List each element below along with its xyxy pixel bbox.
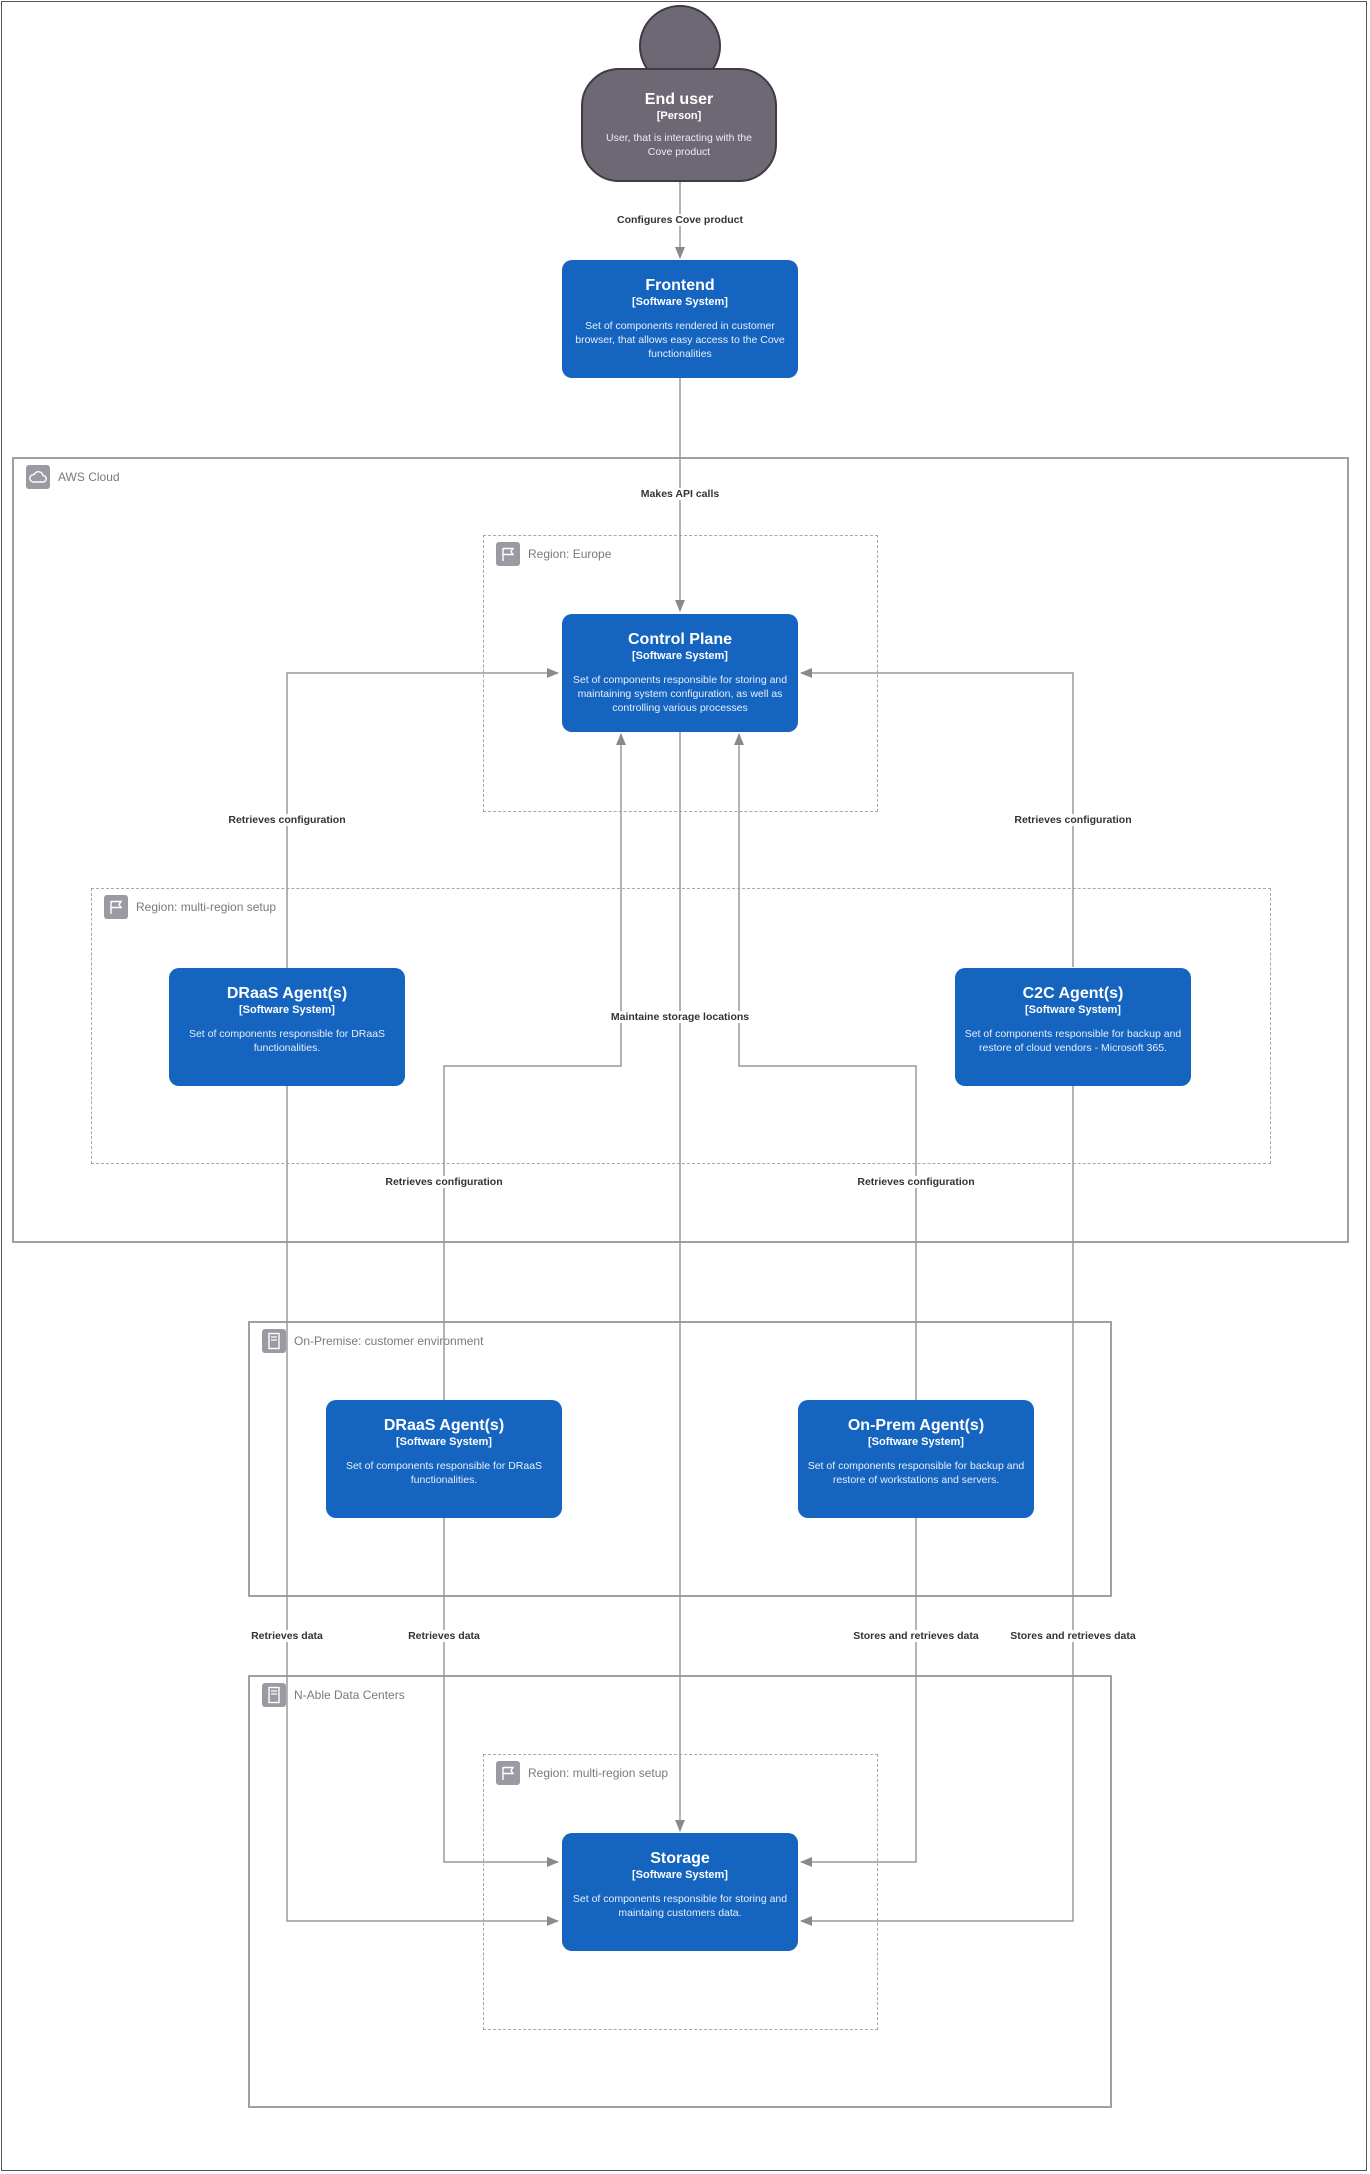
edge-label-config-onprem-left: Retrieves configuration (383, 1176, 505, 1188)
draas-onprem-kind: [Software System] (396, 1436, 492, 1448)
frontend-title: Frontend (645, 277, 715, 294)
region-multi-cloud-label: Region: multi-region setup (136, 900, 277, 914)
end-user-kind: [Person] (656, 110, 702, 122)
storage-title: Storage (650, 1850, 710, 1867)
draas-agent-onprem-system[interactable]: DRaaS Agent(s) [Software System] Set of … (326, 1400, 562, 1518)
onprem-agent-system[interactable]: On-Prem Agent(s) [Software System] Set o… (798, 1400, 1034, 1518)
edge-label-api-calls: Makes API calls (638, 488, 722, 500)
edge-label-retrieves-data-2: Retrieves data (406, 1630, 482, 1642)
edge-label-stores-data-1: Stores and retrieves data (851, 1630, 981, 1642)
region-europe-label: Region: Europe (528, 547, 612, 561)
server-icon (262, 1683, 286, 1707)
flag-icon (496, 1761, 520, 1785)
control-plane-kind: [Software System] (632, 650, 728, 662)
edge-c2c-config (800, 668, 1074, 967)
control-plane-system[interactable]: Control Plane [Software System] Set of c… (562, 614, 798, 732)
aws-cloud-label: AWS Cloud (58, 470, 120, 484)
edge-label-stores-data-2: Stores and retrieves data (1008, 1630, 1138, 1642)
region-multi-cloud-boundary: Region: multi-region setup (91, 888, 1271, 1164)
frontend-system[interactable]: Frontend [Software System] Set of compon… (562, 260, 798, 378)
draas-cloud-desc: Set of components responsible for DRaaS … (188, 1028, 386, 1054)
onprem-agent-title: On-Prem Agent(s) (847, 1417, 985, 1434)
edge-label-config-onprem-right: Retrieves configuration (855, 1176, 977, 1188)
c2c-desc: Set of components responsible for backup… (964, 1028, 1182, 1054)
control-plane-desc: Set of components responsible for storin… (572, 674, 788, 714)
c2c-agent-system[interactable]: C2C Agent(s) [Software System] Set of co… (955, 968, 1191, 1086)
draas-agent-cloud-system[interactable]: DRaaS Agent(s) [Software System] Set of … (169, 968, 405, 1086)
edge-draas-onprem-config (443, 733, 626, 1400)
edge-onprem-config (734, 733, 917, 1400)
flag-icon (496, 542, 520, 566)
edge-onprem-data (800, 1517, 917, 1867)
edge-label-config-left: Retrieves configuration (226, 814, 348, 826)
edge-label-retrieves-data-1: Retrieves data (249, 1630, 325, 1642)
storage-system[interactable]: Storage [Software System] Set of compone… (562, 1833, 798, 1951)
server-icon (262, 1329, 286, 1353)
storage-desc: Set of components responsible for storin… (572, 1893, 788, 1919)
edge-label-configures: Configures Cove product (614, 214, 746, 226)
c2c-title: C2C Agent(s) (1022, 985, 1124, 1002)
flag-icon (104, 895, 128, 919)
storage-kind: [Software System] (632, 1869, 728, 1881)
datacenters-label: N-Able Data Centers (294, 1688, 405, 1702)
onprem-agent-desc: Set of components responsible for backup… (807, 1460, 1025, 1486)
cloud-icon (26, 465, 50, 489)
onprem-agent-kind: [Software System] (868, 1436, 964, 1448)
edge-c2c-data (800, 1085, 1074, 1926)
draas-onprem-desc: Set of components responsible for DRaaS … (345, 1460, 543, 1486)
edge-draas-onprem-data (443, 1517, 559, 1867)
frontend-kind: [Software System] (632, 296, 728, 308)
end-user-title: End user (644, 91, 714, 108)
control-plane-title: Control Plane (627, 631, 732, 648)
draas-onprem-title: DRaaS Agent(s) (383, 1417, 505, 1434)
end-user-person[interactable]: End user [Person] User, that is interact… (581, 68, 777, 182)
c2c-kind: [Software System] (1025, 1004, 1121, 1016)
frontend-desc: Set of components rendered in customer b… (575, 320, 785, 360)
onprem-label: On-Premise: customer environment (294, 1334, 484, 1348)
edge-draas-cloud-data (286, 1085, 559, 1926)
draas-cloud-kind: [Software System] (239, 1004, 335, 1016)
edge-draas-cloud-config (286, 668, 559, 1085)
edge-label-config-right: Retrieves configuration (1012, 814, 1134, 826)
end-user-desc: User, that is interacting with the Cove … (606, 132, 752, 158)
edge-label-maintain-storage: Maintaine storage locations (608, 1011, 752, 1023)
draas-cloud-title: DRaaS Agent(s) (226, 985, 348, 1002)
region-multi-dc-label: Region: multi-region setup (528, 1766, 669, 1780)
